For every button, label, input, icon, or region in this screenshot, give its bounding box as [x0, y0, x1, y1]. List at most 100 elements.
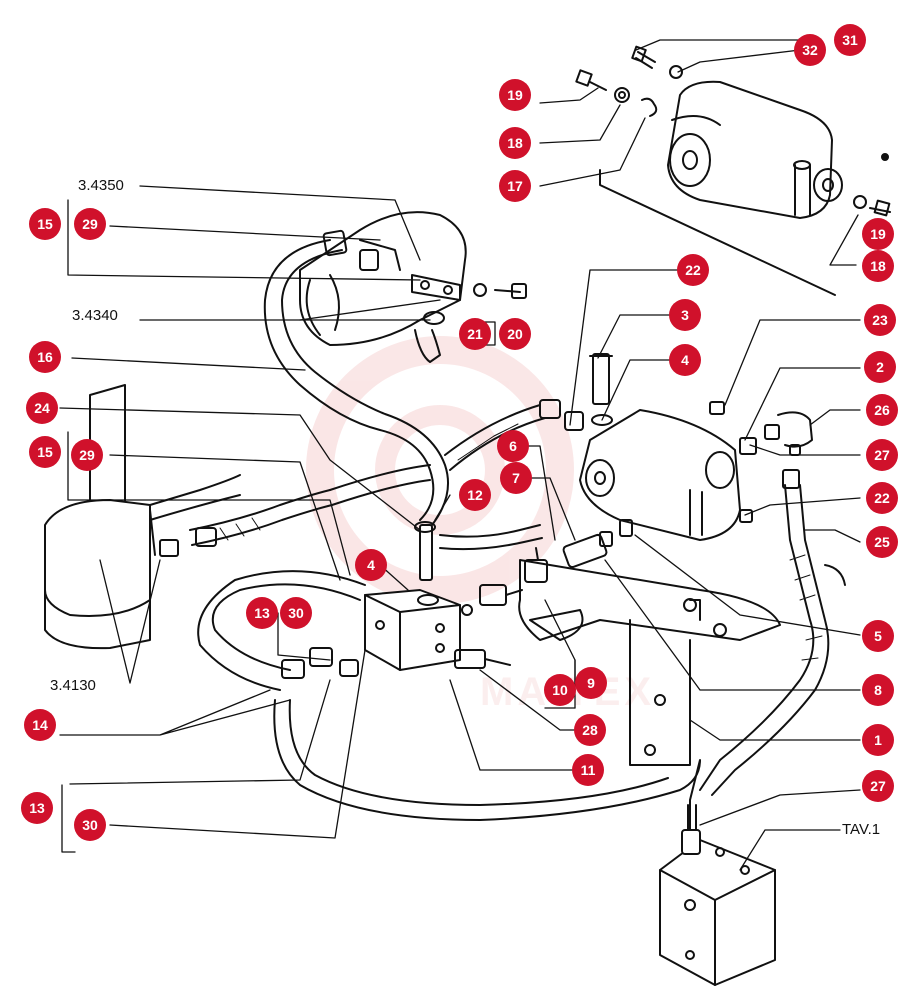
callout-c19a[interactable]: 19 [499, 79, 531, 111]
callout-c27a[interactable]: 27 [866, 439, 898, 471]
callout-c27b-label: 27 [870, 778, 886, 794]
callout-c2-label: 2 [876, 359, 884, 375]
callout-c30b[interactable]: 30 [74, 809, 106, 841]
callout-c9[interactable]: 9 [575, 667, 607, 699]
callout-c5[interactable]: 5 [862, 620, 894, 652]
callout-c7[interactable]: 7 [500, 462, 532, 494]
fitting-30 [309, 647, 333, 667]
callout-c4b-label: 4 [367, 557, 375, 573]
callout-c18b[interactable]: 18 [862, 250, 894, 282]
callout-c4a[interactable]: 4 [669, 344, 701, 376]
leader-lines [59, 39, 861, 871]
callout-c29a-label: 29 [82, 216, 98, 232]
callout-c19b[interactable]: 19 [862, 218, 894, 250]
callout-c13b[interactable]: 13 [21, 792, 53, 824]
callout-c12-label: 12 [467, 487, 483, 503]
callout-c18b-label: 18 [870, 258, 886, 274]
main-valve-body [579, 353, 813, 541]
callout-c17[interactable]: 17 [499, 170, 531, 202]
bolt-12-head [414, 521, 436, 533]
callout-c11-label: 11 [581, 762, 596, 778]
top-valve-body [599, 80, 889, 296]
callout-c14[interactable]: 14 [24, 709, 56, 741]
hose-to-tav [273, 699, 701, 831]
callout-c4b[interactable]: 4 [355, 549, 387, 581]
callout-c18a[interactable]: 18 [499, 127, 531, 159]
callout-c26[interactable]: 26 [866, 394, 898, 426]
callout-c16[interactable]: 16 [29, 341, 61, 373]
callout-c15a[interactable]: 15 [29, 208, 61, 240]
callout-c31[interactable]: 31 [834, 24, 866, 56]
callout-c32-label: 32 [802, 42, 818, 58]
tav-block [659, 804, 776, 986]
callout-c28-label: 28 [582, 722, 598, 738]
callout-c29a[interactable]: 29 [74, 208, 106, 240]
callout-c16-label: 16 [37, 349, 53, 365]
mounting-bracket [518, 559, 781, 766]
callout-c21[interactable]: 21 [459, 318, 491, 350]
ref-label-tav-1: TAV.1 [842, 821, 880, 838]
hose-12 [439, 524, 543, 551]
callout-c11[interactable]: 11 [572, 754, 604, 786]
callout-c8-label: 8 [874, 682, 882, 698]
fitting-13 [339, 659, 359, 677]
callout-c18a-label: 18 [507, 135, 523, 151]
callout-c20[interactable]: 20 [499, 318, 531, 350]
ref-label-3-4340: 3.4340 [72, 307, 118, 324]
callout-c19a-label: 19 [507, 87, 523, 103]
callout-c23[interactable]: 23 [864, 304, 896, 336]
distribution-block [364, 589, 511, 671]
callout-c29b[interactable]: 29 [71, 439, 103, 471]
callout-c8[interactable]: 8 [862, 674, 894, 706]
watermark-logo: MAITEX [306, 336, 651, 714]
callout-c2[interactable]: 2 [864, 351, 896, 383]
callout-c15a-label: 15 [37, 216, 53, 232]
callout-c20-label: 20 [507, 326, 523, 342]
callout-c3[interactable]: 3 [669, 299, 701, 331]
callout-c22a-label: 22 [685, 262, 701, 278]
callout-c15b[interactable]: 15 [29, 436, 61, 468]
callout-c12[interactable]: 12 [459, 479, 491, 511]
callout-c24[interactable]: 24 [26, 392, 58, 424]
callout-c14-label: 14 [32, 717, 48, 733]
callout-c17-label: 17 [507, 178, 523, 194]
callout-c19b-label: 19 [870, 226, 886, 242]
callout-c22b-label: 22 [874, 490, 890, 506]
ref-label-3-4350: 3.4350 [78, 177, 124, 194]
braided-hose-right [699, 469, 846, 796]
callout-c10-label: 10 [552, 682, 568, 698]
callout-c30b-label: 30 [82, 817, 98, 833]
callout-c9-label: 9 [587, 675, 595, 691]
callout-c1-label: 1 [874, 732, 882, 748]
callout-c21-label: 21 [467, 326, 483, 342]
left-tank [44, 384, 241, 650]
callout-c22a[interactable]: 22 [677, 254, 709, 286]
callout-c26-label: 26 [874, 402, 890, 418]
hose-16-inner [281, 249, 449, 526]
callout-c30a[interactable]: 30 [280, 597, 312, 629]
callout-c13a[interactable]: 13 [246, 597, 278, 629]
callout-c30a-label: 30 [288, 605, 304, 621]
callout-c31-label: 31 [842, 32, 858, 48]
callout-c27a-label: 27 [874, 447, 890, 463]
ref-label-3-4130: 3.4130 [50, 677, 96, 694]
callout-c6-label: 6 [509, 438, 517, 454]
callout-c6[interactable]: 6 [497, 430, 529, 462]
callout-c32[interactable]: 32 [794, 34, 826, 66]
hose-16 [263, 239, 435, 521]
callout-c1[interactable]: 1 [862, 724, 894, 756]
callout-c27b[interactable]: 27 [862, 770, 894, 802]
line-art [44, 39, 891, 986]
callout-c28[interactable]: 28 [574, 714, 606, 746]
callout-c29b-label: 29 [79, 447, 95, 463]
callout-c23-label: 23 [872, 312, 888, 328]
callout-c4a-label: 4 [681, 352, 689, 368]
callout-c5-label: 5 [874, 628, 882, 644]
callout-c25[interactable]: 25 [866, 526, 898, 558]
upper-pump [299, 211, 527, 363]
callout-c22b[interactable]: 22 [866, 482, 898, 514]
fitting-14 [281, 659, 305, 679]
callout-c10[interactable]: 10 [544, 674, 576, 706]
hose-14 [197, 570, 366, 691]
